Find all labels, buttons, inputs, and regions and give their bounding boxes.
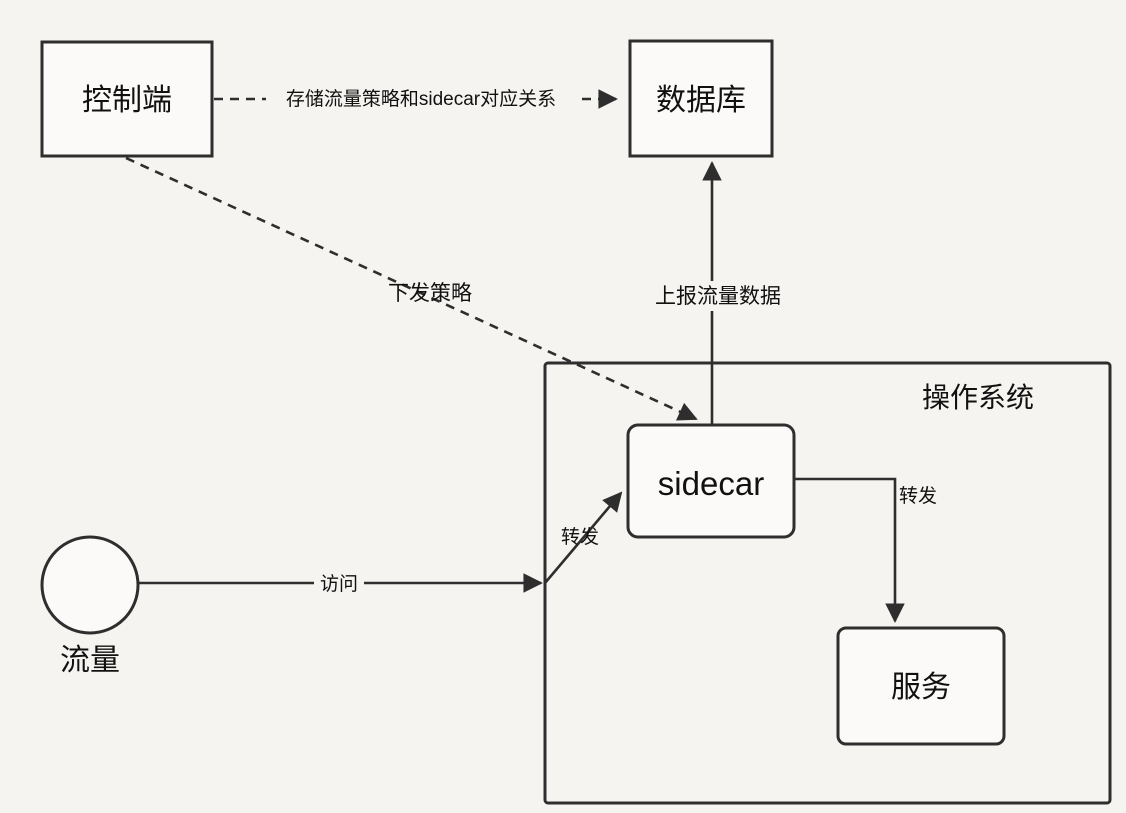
nodes-layer: 控制端 数据库 sidecar 服务 流量 [40,39,1006,746]
label-bg-access [314,570,364,596]
edge-labels-layer: 存储流量策略和sidecar对应关系 下发策略 上报流量数据 访问 转发 转发 [266,85,937,596]
edge-label-access: 访问 [320,573,358,595]
edge-label-push-policy: 下发策略 [388,282,472,305]
sidecar-node: sidecar [626,423,796,539]
database-node: 数据库 [628,39,774,158]
sidecar-box [626,423,796,539]
edge-label-forward-to-sidecar: 转发 [561,526,599,548]
os-label: 操作系统 [922,382,1034,413]
label-bg-store-policy [266,85,576,113]
traffic-label: 流量 [60,644,120,677]
service-label: 服务 [891,671,951,704]
traffic-node: 流量 [40,535,140,677]
database-box [628,39,774,158]
service-box [836,626,1006,746]
sidecar-label: sidecar [658,465,764,502]
traffic-circle [40,535,140,635]
control-node: 控制端 [40,40,214,158]
edge-forward-to-sidecar [544,491,623,584]
label-bg-report-traffic [642,281,794,311]
edge-forward-to-service [795,477,905,623]
edge-label-store-policy: 存储流量策略和sidecar对应关系 [286,88,556,110]
control-label: 控制端 [82,84,172,117]
service-node: 服务 [836,626,1006,746]
edge-label-report-traffic: 上报流量数据 [655,285,781,308]
edge-label-forward-to-service: 转发 [899,485,937,507]
control-box [40,40,214,158]
database-label: 数据库 [656,84,746,117]
edge-push-policy [125,156,698,421]
edges-layer [125,89,905,623]
